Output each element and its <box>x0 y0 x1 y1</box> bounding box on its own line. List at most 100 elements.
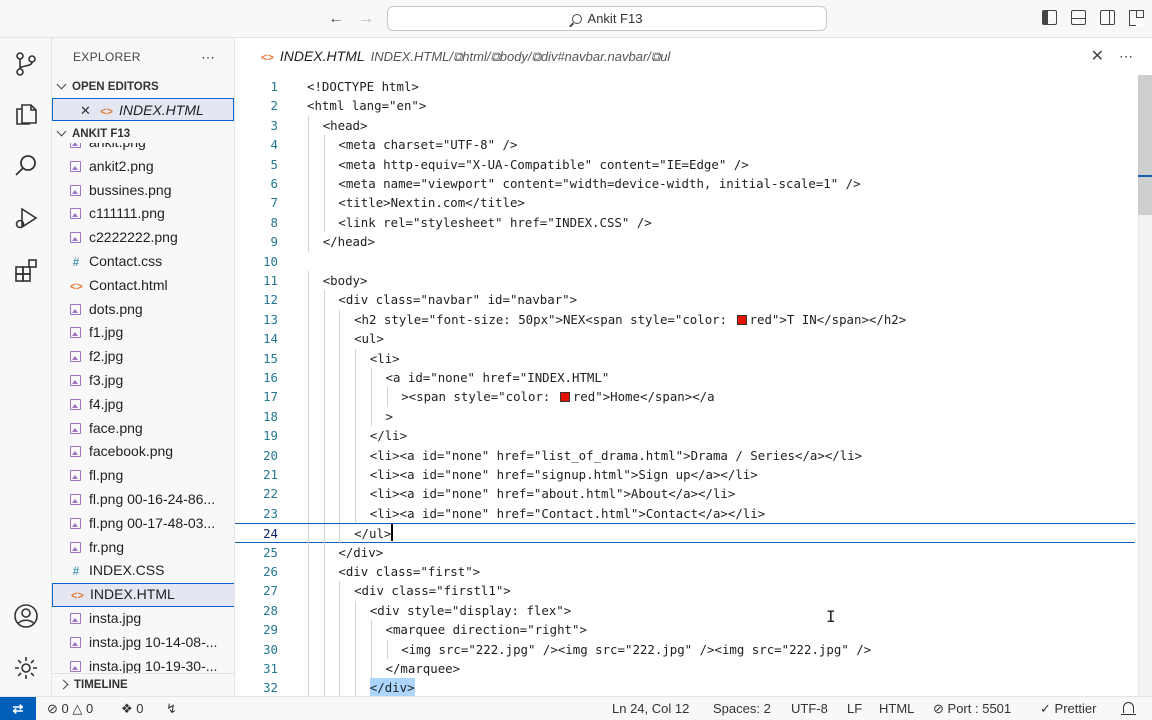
code-line[interactable]: 27<div class="firstl1"> <box>235 581 1135 601</box>
code-line[interactable]: 29<marquee direction="right"> <box>235 620 1135 640</box>
code-line[interactable]: 23<li><a id="none" href="Contact.html">C… <box>235 503 1135 524</box>
file-item[interactable]: f1.jpg <box>52 321 234 345</box>
remote-indicator-icon[interactable]: ⇄ <box>0 697 36 720</box>
settings-gear-icon[interactable] <box>12 654 40 682</box>
file-item[interactable]: facebook.png <box>52 440 234 464</box>
prettier-status[interactable]: ✓ Prettier <box>1040 697 1096 720</box>
color-swatch-icon[interactable] <box>736 314 747 325</box>
breadcrumb-item[interactable]: ⧉ul <box>650 49 671 64</box>
vertical-scrollbar[interactable] <box>1138 75 1152 696</box>
breadcrumb-item[interactable]: INDEX.HTML/ <box>370 49 453 64</box>
breadcrumb-item[interactable]: ⧉body/ <box>490 49 532 64</box>
code-line[interactable]: 28<div style="display: flex"> <box>235 600 1135 621</box>
file-item[interactable]: f2.jpg <box>52 345 234 369</box>
code-line[interactable]: 25</div> <box>235 542 1135 562</box>
arrow-right-icon[interactable]: → <box>358 10 374 27</box>
code-line[interactable]: 4<meta charset="UTF-8" /> <box>235 135 1135 155</box>
code-line[interactable]: 15<li> <box>235 348 1135 368</box>
code-line[interactable]: 5<meta http-equiv="X-UA-Compatible" cont… <box>235 154 1135 174</box>
account-icon[interactable] <box>12 602 40 630</box>
explorer-icon[interactable] <box>12 100 40 128</box>
code-line[interactable]: 31</marquee> <box>235 659 1135 679</box>
cursor-position[interactable]: Ln 24, Col 12 <box>612 701 690 716</box>
file-item[interactable]: fl.png 00-17-48-03... <box>52 512 234 536</box>
code-line[interactable]: 8<link rel="stylesheet" href="INDEX.CSS"… <box>235 212 1135 233</box>
timeline-header[interactable]: TIMELINE <box>52 673 234 696</box>
indentation[interactable]: Spaces: 2 <box>713 701 771 716</box>
code-line[interactable]: 14<ul> <box>235 329 1135 349</box>
file-item[interactable]: c2222222.png <box>52 226 234 250</box>
code-editor[interactable]: 1<!DOCTYPE html>2<html lang="en">3<head>… <box>235 75 1152 696</box>
open-editor-item[interactable]: ✕ <>INDEX.HTML <box>52 98 234 121</box>
lightning-icon[interactable]: ↯ <box>166 701 177 716</box>
source-control-icon[interactable] <box>12 50 40 78</box>
file-item[interactable]: face.png <box>52 417 234 441</box>
close-icon[interactable]: ✕ <box>80 103 91 118</box>
file-item[interactable]: f3.jpg <box>52 369 234 393</box>
notifications-bell-icon[interactable] <box>1121 702 1136 716</box>
open-editors-header[interactable]: OPEN EDITORS <box>52 76 234 98</box>
file-item[interactable]: dots.png <box>52 298 234 322</box>
more-actions-icon[interactable]: ⋯ <box>201 49 216 65</box>
code-line[interactable]: 9</head> <box>235 232 1135 252</box>
code-line[interactable]: 20<li><a id="none" href="list_of_drama.h… <box>235 445 1135 465</box>
code-line[interactable]: 17><span style="color: red">Home</span><… <box>235 387 1135 407</box>
file-item[interactable]: f4.jpg <box>52 393 234 417</box>
code-line[interactable]: 18> <box>235 406 1135 427</box>
file-item[interactable]: #INDEX.CSS <box>52 559 234 583</box>
color-swatch-icon[interactable] <box>559 392 570 403</box>
toggle-secondary-sidebar-icon[interactable] <box>1100 10 1115 25</box>
code-line[interactable]: 22<li><a id="none" href="about.html">Abo… <box>235 484 1135 504</box>
code-line[interactable]: 10 <box>235 252 1135 271</box>
code-line[interactable]: 6<meta name="viewport" content="width=de… <box>235 174 1135 194</box>
code-line[interactable]: 24</ul> <box>235 523 1135 544</box>
file-item[interactable]: fr.png <box>52 536 234 560</box>
language-mode[interactable]: HTML <box>879 701 915 716</box>
end-of-line[interactable]: LF <box>847 701 863 716</box>
file-item[interactable]: <>Contact.html <box>52 274 234 298</box>
code-line[interactable]: 7<title>Nextin.com</title> <box>235 193 1135 213</box>
file-item[interactable]: ankit2.png <box>52 155 234 179</box>
encoding[interactable]: UTF-8 <box>791 701 828 716</box>
code-line[interactable]: 2<html lang="en"> <box>235 96 1135 115</box>
file-item[interactable]: bussines.png <box>52 179 234 203</box>
live-server-port[interactable]: ⊘ Port : 5501 <box>933 697 1011 720</box>
code-line[interactable]: 19</li> <box>235 426 1135 446</box>
more-actions-icon[interactable]: ⋯ <box>1119 48 1134 64</box>
breadcrumb-item[interactable]: ⧉html/ <box>453 49 491 64</box>
code-line[interactable]: 3<head> <box>235 115 1135 136</box>
file-item[interactable]: <>INDEX.HTML <box>52 583 234 607</box>
code-line[interactable]: 13<h2 style="font-size: 50px">NEX<span s… <box>235 309 1135 330</box>
search-icon[interactable] <box>12 152 40 180</box>
code-line[interactable]: 21<li><a id="none" href="signup.html">Si… <box>235 465 1135 485</box>
code-line[interactable]: 30<img src="222.jpg" /><img src="222.jpg… <box>235 639 1135 659</box>
file-item[interactable]: insta.jpg 10-14-08-... <box>52 631 234 655</box>
command-center-search[interactable]: Ankit F13 <box>387 6 827 31</box>
editor-tab-file[interactable]: INDEX.HTML <box>279 48 365 64</box>
file-item[interactable]: ankit.png <box>52 143 234 155</box>
toggle-primary-sidebar-icon[interactable] <box>1042 10 1057 25</box>
customize-layout-icon[interactable] <box>1129 10 1144 26</box>
file-item[interactable]: fl.png <box>52 464 234 488</box>
breadcrumb-item[interactable]: ⧉div#navbar.navbar/ <box>531 49 651 64</box>
code-line[interactable]: 1<!DOCTYPE html> <box>235 77 1135 96</box>
code-line[interactable]: 11<body> <box>235 271 1135 291</box>
code-line[interactable]: 32</div> <box>235 678 1135 696</box>
ports-indicator[interactable]: ❖ 0 <box>121 697 144 720</box>
code-line[interactable]: 16<a id="none" href="INDEX.HTML" <box>235 368 1135 388</box>
problems-indicator[interactable]: ⊘ 0 △ 0 <box>47 701 94 716</box>
extensions-icon[interactable] <box>12 257 40 285</box>
run-debug-icon[interactable] <box>12 204 40 232</box>
file-item[interactable]: insta.jpg 10-19-30-... <box>52 655 234 673</box>
scrollbar-thumb[interactable] <box>1138 75 1152 215</box>
file-item[interactable]: #Contact.css <box>52 250 234 274</box>
code-line[interactable]: 12<div class="navbar" id="navbar"> <box>235 290 1135 310</box>
toggle-panel-icon[interactable] <box>1071 10 1086 25</box>
arrow-left-icon[interactable]: ← <box>328 10 344 27</box>
code-line[interactable]: 26<div class="first"> <box>235 562 1135 582</box>
file-item[interactable]: fl.png 00-16-24-86... <box>52 488 234 512</box>
folder-header[interactable]: ANKIT F13 <box>52 123 234 145</box>
file-item[interactable]: insta.jpg <box>52 607 234 631</box>
file-item[interactable]: c111111.png <box>52 202 234 226</box>
close-editor-icon[interactable]: ✕ <box>1090 48 1104 65</box>
